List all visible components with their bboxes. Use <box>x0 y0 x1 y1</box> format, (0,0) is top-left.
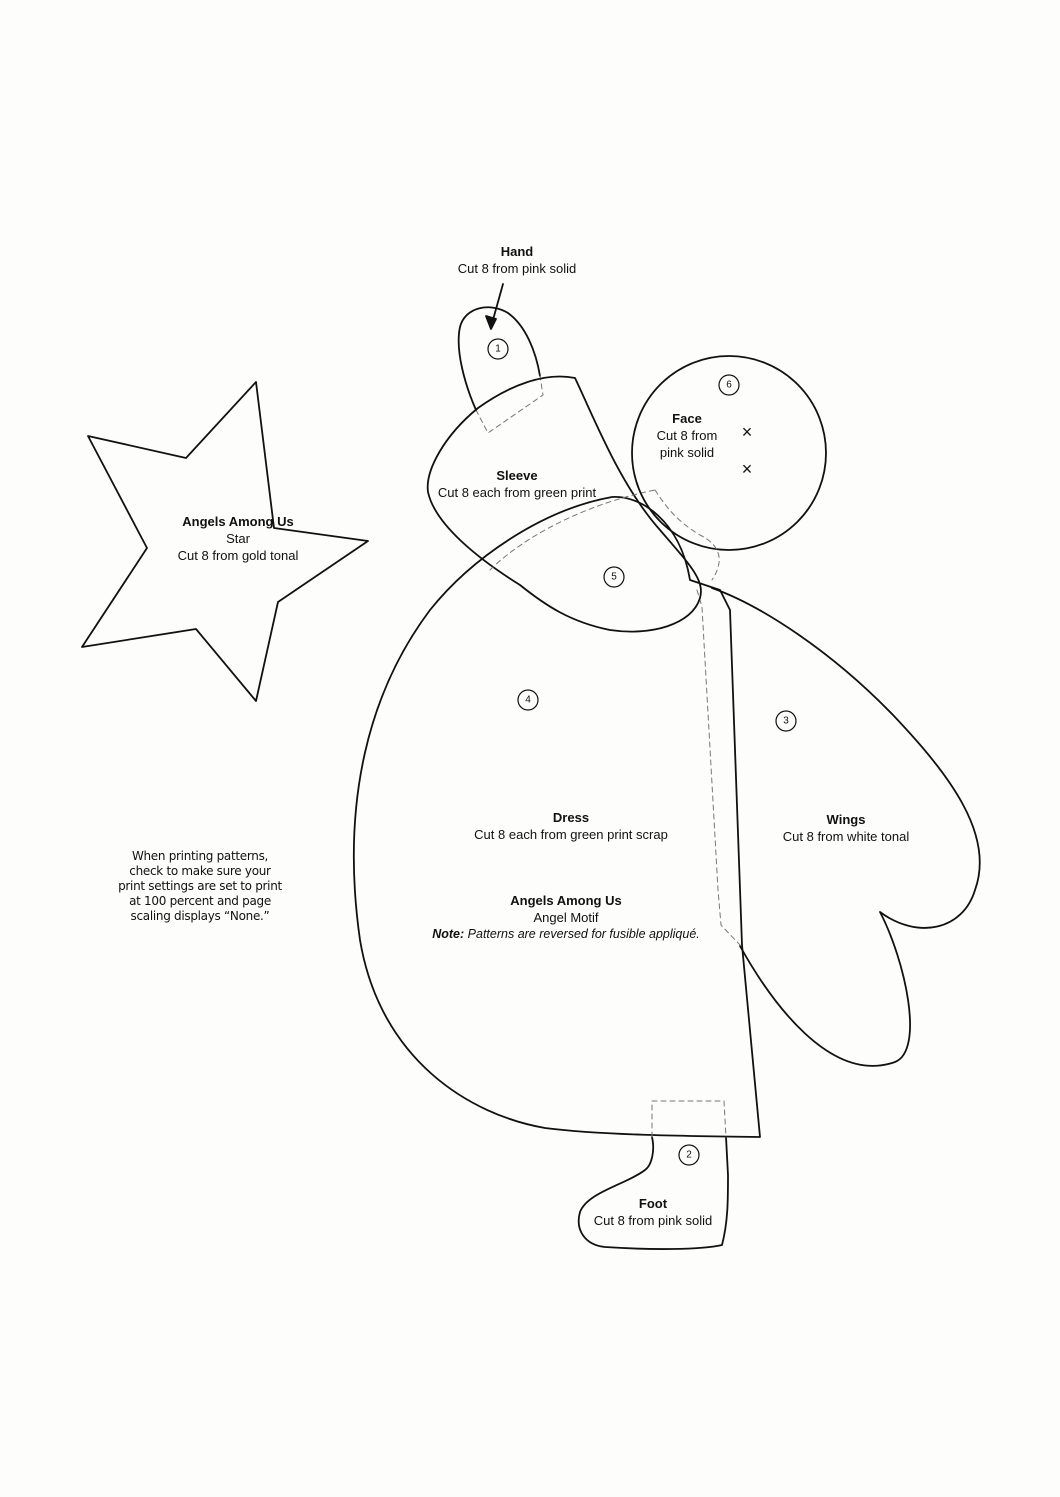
sleeve-number-circle <box>603 566 625 588</box>
wings-title: Wings <box>826 812 866 827</box>
foot-title: Foot <box>638 1196 668 1211</box>
hand-title: Hand <box>500 244 534 259</box>
hand-dashed-line <box>475 375 544 434</box>
sleeve-title: Sleeve <box>496 468 538 483</box>
foot-cut-instructions: Cut 8 from pink solid <box>593 1213 713 1228</box>
print-settings-note: When printing patterns, check to make su… <box>110 849 290 924</box>
star-project-name: Angels Among Us <box>182 514 294 529</box>
motif-note-text: Patterns are reversed for fusible appliq… <box>467 927 700 941</box>
face-cut-instructions-line1: Cut 8 from <box>656 428 718 443</box>
wings-number: 3 <box>783 716 789 727</box>
face-cut-instructions-line2: pink solid <box>659 445 715 460</box>
star-label: Angels Among Us Star Cut 8 from gold ton… <box>158 513 318 564</box>
motif-note: Note: Patterns are reversed for fusible … <box>406 926 726 943</box>
sleeve-shape <box>426 375 702 633</box>
foot-dashed-line <box>651 1100 727 1138</box>
face-eye-mark: × <box>742 422 753 442</box>
face-title: Face <box>672 411 702 426</box>
foot-number: 2 <box>686 1150 692 1161</box>
print-note-line: scaling displays “None.” <box>130 909 270 923</box>
motif-name: Angel Motif <box>533 910 599 925</box>
dress-number: 4 <box>525 695 531 706</box>
wings-shape <box>711 587 981 1067</box>
sleeve-dashed-line <box>489 489 656 571</box>
print-note-line: print settings are set to print <box>118 879 282 893</box>
wings-number-circle <box>775 710 797 732</box>
motif-note-label: Note: <box>432 927 465 941</box>
hand-arrowhead <box>485 315 497 330</box>
hand-cut-instructions: Cut 8 from pink solid <box>457 261 577 276</box>
star-cut-instructions: Cut 8 from gold tonal <box>177 548 299 563</box>
foot-shape <box>577 1136 729 1250</box>
dress-dashed-line <box>696 589 741 946</box>
hand-label: Hand Cut 8 from pink solid <box>437 243 597 277</box>
hand-number: 1 <box>495 344 501 355</box>
hand-shape <box>457 306 541 411</box>
face-shape <box>631 355 827 551</box>
dress-label: Dress Cut 8 each from green print scrap <box>451 809 691 843</box>
dress-number-circle <box>517 689 539 711</box>
dress-title: Dress <box>552 810 590 825</box>
motif-project-name: Angels Among Us <box>510 893 622 908</box>
motif-label: Angels Among Us Angel Motif Note: Patter… <box>406 892 726 943</box>
foot-number-circle <box>678 1144 700 1166</box>
face-dashed-line <box>654 489 720 581</box>
star-title: Star <box>226 531 250 546</box>
dress-cut-instructions: Cut 8 each from green print scrap <box>474 827 668 842</box>
wings-label: Wings Cut 8 from white tonal <box>766 811 926 845</box>
foot-label: Foot Cut 8 from pink solid <box>578 1195 728 1229</box>
print-note-line: at 100 percent and page <box>129 894 271 908</box>
face-number: 6 <box>726 380 732 391</box>
sleeve-number: 5 <box>611 572 617 583</box>
hand-number-circle <box>487 338 509 360</box>
print-note-line: check to make sure your <box>129 864 271 878</box>
sleeve-label: Sleeve Cut 8 each from green print <box>427 467 607 501</box>
face-number-circle <box>718 374 740 396</box>
print-note-line: When printing patterns, <box>131 849 269 863</box>
star-shape <box>81 381 369 702</box>
sleeve-cut-instructions: Cut 8 each from green print <box>437 485 597 500</box>
face-eye-mark: × <box>742 459 753 479</box>
wings-cut-instructions: Cut 8 from white tonal <box>782 829 910 844</box>
face-label: Face Cut 8 from pink solid <box>637 410 737 461</box>
